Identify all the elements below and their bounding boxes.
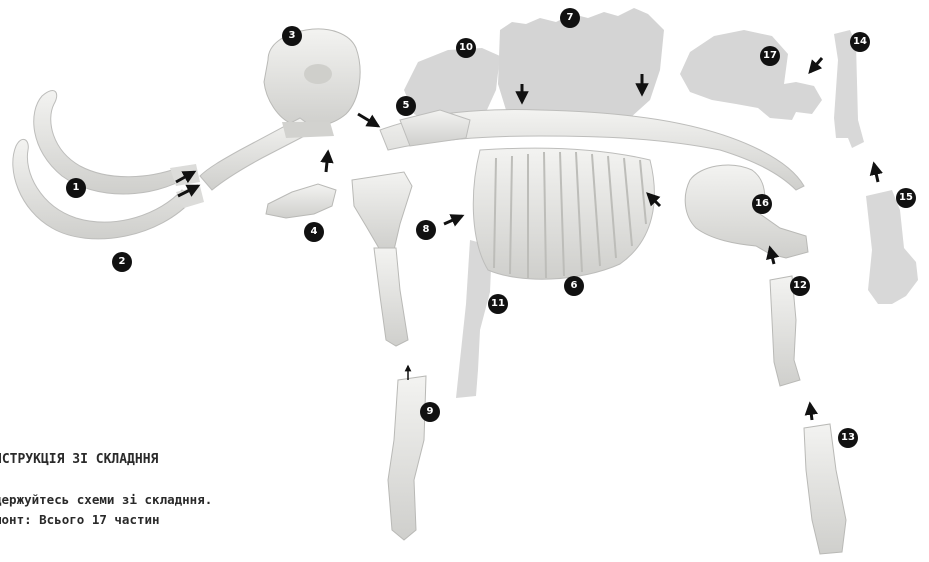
label-15: 15 xyxy=(896,188,916,208)
label-5: 5 xyxy=(396,96,416,116)
label-7: 7 xyxy=(560,8,580,28)
label-14: 14 xyxy=(850,32,870,52)
label-8: 8 xyxy=(416,220,436,240)
arrow-15 xyxy=(874,164,878,182)
jaw-4 xyxy=(266,184,336,218)
arrow-13 xyxy=(810,404,812,420)
label-13: 13 xyxy=(838,428,858,448)
label-1: 1 xyxy=(66,178,86,198)
arrow-17 xyxy=(810,58,822,72)
label-17: 17 xyxy=(760,46,780,66)
instructions-title: НСТРУКЦІЯ ЗІ СКЛАДННЯ xyxy=(0,452,158,467)
label-3: 3 xyxy=(282,26,302,46)
scapula xyxy=(352,172,412,250)
label-4: 4 xyxy=(304,222,324,242)
foreleg-9 xyxy=(388,376,426,540)
part-15-silhouette xyxy=(866,190,918,304)
label-2: 2 xyxy=(112,252,132,272)
arrow-8 xyxy=(444,216,462,224)
label-12: 12 xyxy=(790,276,810,296)
label-6: 6 xyxy=(564,276,584,296)
label-16: 16 xyxy=(752,194,772,214)
arrow-4 xyxy=(326,152,328,172)
part-17-silhouette xyxy=(680,30,822,120)
arrow-5 xyxy=(358,114,378,126)
label-10: 10 xyxy=(456,38,476,58)
instructions-line-1: держуйтесь схеми зі складння. xyxy=(0,492,212,507)
label-11: 11 xyxy=(488,294,508,314)
part-7-silhouette xyxy=(498,8,664,124)
label-9: 9 xyxy=(420,402,440,422)
instructions-line-2: монт: Всього 17 частин xyxy=(0,512,160,527)
tusk-1 xyxy=(34,91,190,194)
